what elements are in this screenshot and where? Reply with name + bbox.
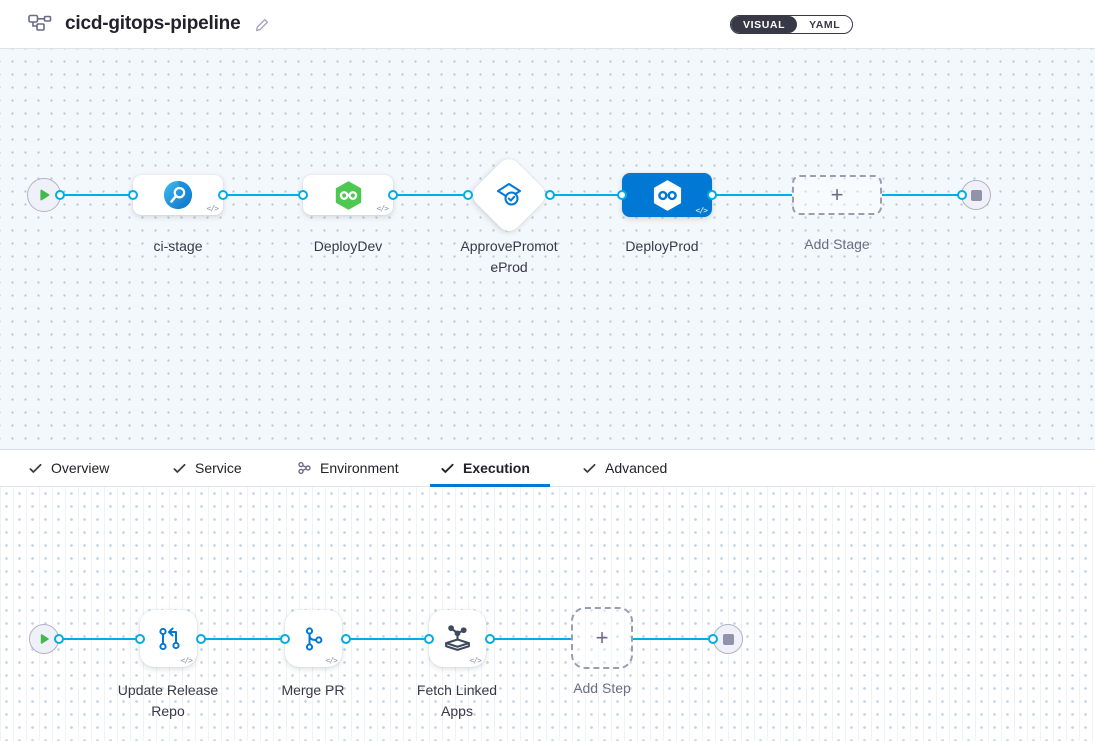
edit-pencil-icon[interactable] <box>254 16 271 33</box>
tab-overview[interactable]: Overview <box>28 450 109 486</box>
edge <box>60 194 133 196</box>
check-icon <box>441 463 454 473</box>
header: cicd-gitops-pipeline VISUAL YAML <box>0 0 1095 49</box>
step-label: Fetch Linked Apps <box>416 682 498 719</box>
connector-port[interactable] <box>218 190 228 200</box>
edge <box>633 638 718 640</box>
connector-port[interactable] <box>128 190 138 200</box>
step-node-update-release-repo[interactable]: </> <box>140 610 197 667</box>
tab-label: Execution <box>463 460 530 476</box>
tab-advanced[interactable]: Advanced <box>582 450 667 486</box>
tab-execution[interactable]: Execution <box>440 450 530 486</box>
pipeline-icon <box>28 14 52 34</box>
connector-port[interactable] <box>485 634 495 644</box>
step-label: Update Release Repo <box>117 682 219 719</box>
stage-node-ci-stage[interactable]: </> <box>133 175 223 215</box>
toggle-visual[interactable]: VISUAL <box>731 16 798 33</box>
plus-icon: + <box>595 625 609 650</box>
edge <box>490 638 571 640</box>
connector-port[interactable] <box>341 634 351 644</box>
edge <box>59 638 140 640</box>
approval-icon <box>495 181 523 209</box>
edge <box>393 194 468 196</box>
check-icon <box>173 463 186 473</box>
update-release-repo-icon <box>154 624 184 654</box>
connector-port[interactable] <box>280 634 290 644</box>
add-step-button[interactable]: + <box>571 607 633 669</box>
toggle-yaml[interactable]: YAML <box>809 19 841 31</box>
add-stage-button[interactable]: + <box>792 175 882 215</box>
tab-label: Advanced <box>605 460 668 476</box>
stage-label: DeployProd <box>625 238 699 254</box>
connector-port[interactable] <box>424 634 434 644</box>
step-node-merge-pr[interactable]: </> <box>285 610 342 667</box>
edge <box>223 194 303 196</box>
tab-label: Environment <box>320 460 399 476</box>
connector-port[interactable] <box>617 190 627 200</box>
edge <box>346 638 429 640</box>
play-icon <box>35 186 53 204</box>
connector-port[interactable] <box>54 634 64 644</box>
execution-canvas[interactable]: </> </> <box>0 487 1095 741</box>
code-icon: </> <box>469 656 482 665</box>
play-icon <box>36 631 52 647</box>
edge <box>882 194 962 196</box>
plus-icon: + <box>830 182 844 207</box>
edge <box>712 194 792 196</box>
cd-deploy-icon <box>334 180 363 210</box>
stage-label: ci-stage <box>153 238 203 254</box>
visual-yaml-toggle: VISUAL YAML <box>730 15 854 34</box>
code-icon: </> <box>376 204 389 213</box>
connector-port[interactable] <box>708 634 718 644</box>
stage-label: ApprovePromot eProd <box>460 238 558 275</box>
step-label: Merge PR <box>281 682 345 698</box>
add-stage-label: Add Stage <box>804 236 870 252</box>
connector-port[interactable] <box>707 190 717 200</box>
tab-environment[interactable]: Environment <box>296 450 399 486</box>
connector-port[interactable] <box>55 190 65 200</box>
stop-icon <box>970 189 982 201</box>
code-icon: </> <box>180 656 193 665</box>
connector-port[interactable] <box>463 190 473 200</box>
step-node-fetch-linked-apps[interactable]: </> <box>429 610 486 667</box>
cd-deploy-icon <box>652 179 683 211</box>
tab-label: Service <box>195 460 242 476</box>
code-icon: </> <box>695 206 708 215</box>
connector-port[interactable] <box>957 190 967 200</box>
fetch-linked-apps-icon <box>442 623 473 654</box>
stage-node-deploydev[interactable]: </> <box>303 175 393 215</box>
check-icon <box>29 463 42 473</box>
page-title: cicd-gitops-pipeline <box>65 13 241 34</box>
code-icon: </> <box>206 204 219 213</box>
stage-node-approvepromoteprod[interactable] <box>467 153 551 237</box>
merge-pr-icon <box>299 624 329 654</box>
connector-port[interactable] <box>388 190 398 200</box>
add-step-label: Add Step <box>573 680 631 696</box>
connector-port[interactable] <box>196 634 206 644</box>
code-icon: </> <box>325 656 338 665</box>
connector-port[interactable] <box>545 190 555 200</box>
check-icon <box>583 463 596 473</box>
active-tab-underline <box>430 484 550 487</box>
ci-build-icon <box>163 180 193 210</box>
tab-label: Overview <box>51 460 110 476</box>
connector-port[interactable] <box>135 634 145 644</box>
stage-config-tabbar: Overview Service Environment Execution A… <box>0 449 1095 487</box>
edge <box>550 194 622 196</box>
stage-label: DeployDev <box>313 238 383 254</box>
tab-service[interactable]: Service <box>172 450 242 486</box>
stage-node-deployprod[interactable]: </> <box>622 173 712 217</box>
connector-port[interactable] <box>298 190 308 200</box>
edge <box>201 638 285 640</box>
stop-icon <box>722 633 734 645</box>
stage-canvas[interactable]: </> </> <box>0 49 1095 449</box>
environment-icon <box>298 461 311 475</box>
